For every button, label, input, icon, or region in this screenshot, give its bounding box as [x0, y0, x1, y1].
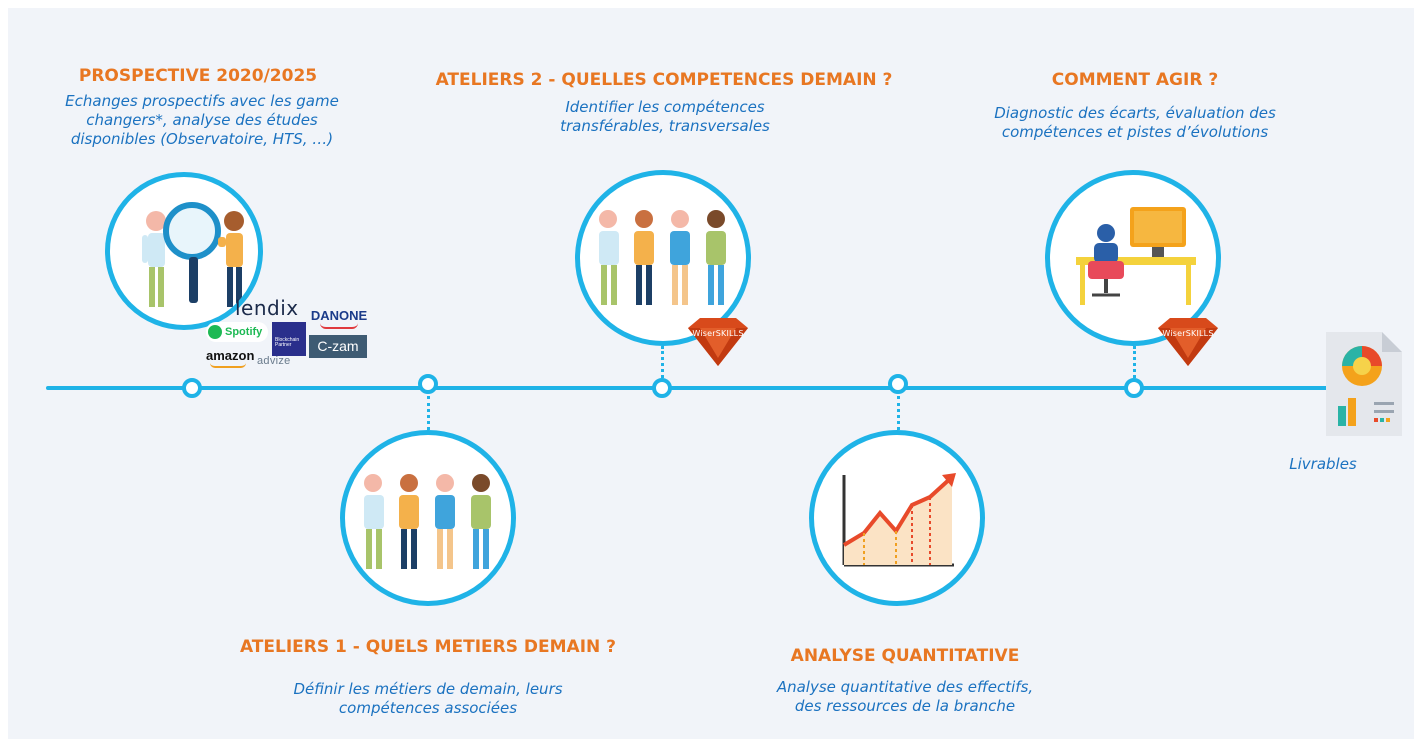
team-people-icon — [340, 430, 516, 606]
connector-ateliers1 — [427, 396, 430, 430]
milestone-desc-analyse: Analyse quantitative des effectifs, des … — [776, 678, 1034, 715]
milestone-desc-ateliers1: Définir les métiers de demain, leurs com… — [293, 680, 563, 717]
connector-analyse — [897, 396, 900, 430]
spotify-icon — [208, 325, 222, 339]
wiser-skills-label-2: WiserSKILLS — [1162, 329, 1214, 338]
amazon-logo: amazon — [206, 348, 254, 368]
timeline-node-analyse — [888, 374, 908, 394]
milestone-desc-prospective: Echanges prospectifs avec les game chang… — [65, 92, 339, 148]
connector-ateliers2 — [661, 346, 664, 378]
team-people-icon — [575, 170, 751, 346]
wiser-skills-badge-1: WiserSKILLS — [686, 318, 750, 366]
magnifier-people-icon — [105, 172, 263, 330]
wiser-skills-badge-2: WiserSKILLS — [1156, 318, 1220, 366]
danone-swoosh-icon — [320, 323, 358, 329]
connector-comment-agir — [1133, 346, 1136, 378]
milestone-desc-ateliers2: Identifier les compétences transférables… — [560, 98, 770, 135]
spotify-label: Spotify — [225, 326, 263, 338]
blockchain-partner-logo: Blockchain Partner — [272, 322, 306, 356]
milestone-title-ateliers1: ATELIERS 1 - QUELS METIERS DEMAIN ? — [239, 637, 617, 657]
desk-computer-icon — [1045, 170, 1221, 346]
timeline-node-comment-agir — [1124, 378, 1144, 398]
wiser-skills-label-1: WiserSKILLS — [692, 329, 744, 338]
milestone-title-prospective: PROSPECTIVE 2020/2025 — [78, 66, 318, 86]
timeline-node-ateliers1 — [418, 374, 438, 394]
milestone-title-ateliers2: ATELIERS 2 - QUELLES COMPETENCES DEMAIN … — [435, 70, 893, 90]
deliverables-label: Livrables — [1289, 455, 1357, 473]
report-document-icon — [1318, 330, 1404, 445]
milestone-desc-comment-agir: Diagnostic des écarts, évaluation des co… — [994, 104, 1276, 141]
diagram-canvas — [8, 8, 1414, 739]
advize-logo: advize — [257, 355, 291, 367]
amazon-smile-icon — [210, 363, 246, 368]
timeline-line — [46, 386, 1336, 390]
amazon-label: amazon — [206, 348, 255, 363]
czam-logo: C-zam — [309, 335, 367, 358]
milestone-title-analyse: ANALYSE QUANTITATIVE — [790, 646, 1020, 666]
milestone-title-comment-agir: COMMENT AGIR ? — [1051, 70, 1219, 90]
spotify-logo: Spotify — [206, 322, 268, 342]
growth-chart-icon — [809, 430, 985, 606]
timeline-node-ateliers2 — [652, 378, 672, 398]
danone-label: DANONE — [310, 308, 368, 323]
timeline-node-prospective — [182, 378, 202, 398]
lendix-logo: lendix — [235, 296, 299, 320]
danone-logo: DANONE — [310, 308, 368, 329]
